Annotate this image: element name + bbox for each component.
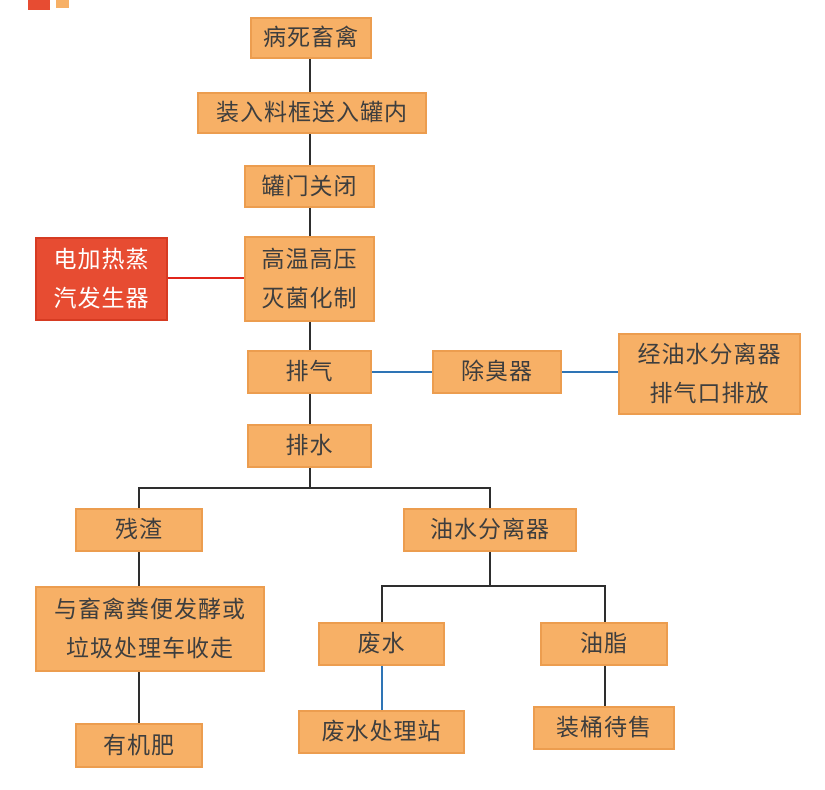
connector-drainage-stem — [309, 468, 311, 489]
connector-branch-wastewater — [381, 585, 383, 622]
connector-drainage-branch-bar — [138, 487, 491, 489]
connector-steamgen-sterilization — [168, 277, 244, 279]
connector-separator-branch-bar — [381, 585, 606, 587]
connector-sterilization-exhaust — [309, 322, 311, 350]
connector-branch-separator — [489, 487, 491, 508]
node-exhaust-outlet: 经油水分离器 排气口排放 — [618, 333, 801, 415]
connector-exhaust-deodorizer — [372, 371, 432, 373]
node-wastewater: 废水 — [318, 622, 445, 666]
node-load-into-tank: 装入料框送入罐内 — [197, 92, 427, 134]
node-tank-door-closed: 罐门关闭 — [244, 165, 375, 208]
connector-branch-residue — [138, 487, 140, 508]
node-steam-generator: 电加热蒸 汽发生器 — [35, 237, 168, 321]
node-oil-water-separator: 油水分离器 — [403, 508, 577, 552]
node-grease: 油脂 — [540, 622, 668, 666]
node-barreled-for-sale: 装桶待售 — [533, 706, 675, 750]
node-fermentation: 与畜禽粪便发酵或 垃圾处理车收走 — [35, 586, 265, 672]
connector-separator-stem — [489, 552, 491, 586]
connector-residue-fermentation — [138, 552, 140, 586]
node-sterilization: 高温高压 灭菌化制 — [244, 236, 375, 322]
node-organic-fertilizer: 有机肥 — [75, 723, 203, 768]
connector-deodorizer-outlet — [562, 371, 618, 373]
connector-grease-barreled — [604, 666, 606, 706]
connector-exhaust-drainage — [309, 394, 311, 424]
connector-deadlivestock-load — [309, 59, 311, 92]
node-deodorizer: 除臭器 — [432, 350, 562, 394]
connector-fermentation-fertilizer — [138, 672, 140, 723]
node-drainage: 排水 — [247, 424, 372, 468]
node-wastewater-station: 废水处理站 — [298, 710, 465, 754]
node-residue: 残渣 — [75, 508, 203, 552]
corner-swatch-red — [28, 0, 50, 10]
corner-swatch-orange — [56, 0, 69, 8]
connector-load-tankdoor — [309, 134, 311, 165]
connector-wastewater-station — [381, 666, 383, 710]
node-dead-livestock: 病死畜禽 — [250, 17, 372, 59]
node-exhaust: 排气 — [247, 350, 372, 394]
connector-tankdoor-sterilization — [309, 208, 311, 236]
connector-branch-grease — [604, 585, 606, 622]
